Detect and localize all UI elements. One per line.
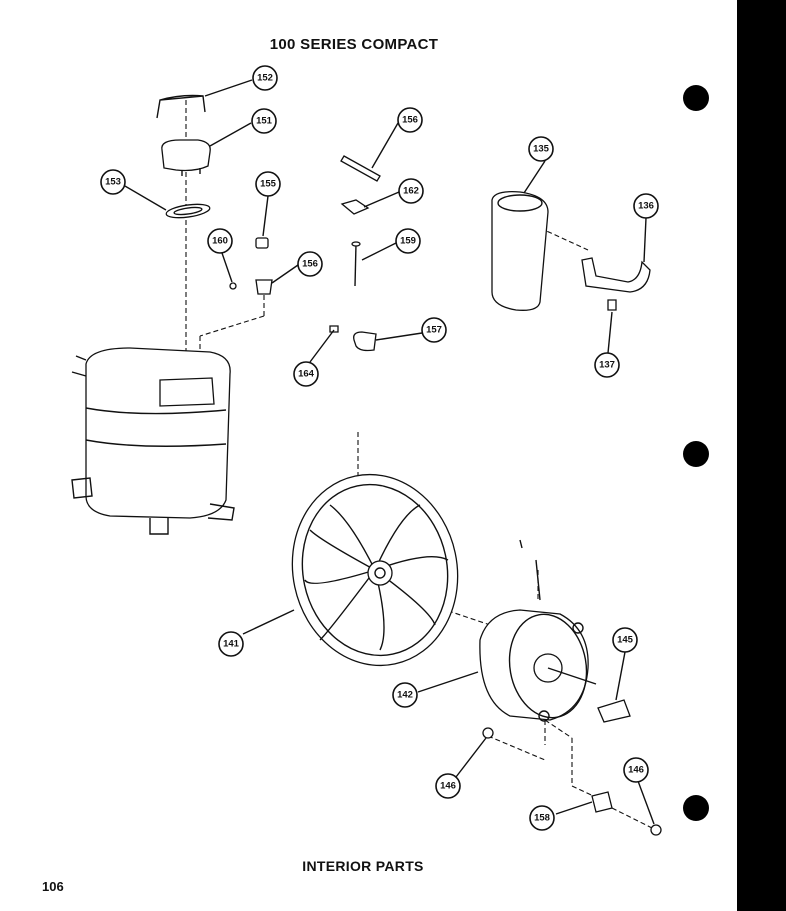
svg-text:157: 157 [426,325,442,336]
long-screw-part [351,241,361,287]
small-screw-part [229,282,237,290]
svg-text:136: 136 [638,201,654,212]
callout-137: 137 [594,352,620,378]
svg-text:158: 158 [534,813,550,824]
clip-part [156,94,206,119]
svg-text:156: 156 [302,259,318,270]
callout-164: 164 [293,361,319,387]
page-number: 106 [42,879,64,894]
svg-text:152: 152 [257,73,273,84]
compressor-part [71,347,235,535]
punch-hole [683,441,709,467]
callout-146-right: 146 [623,757,649,783]
svg-text:164: 164 [298,369,315,380]
svg-text:141: 141 [223,639,240,650]
capacitor-bracket-part [581,257,651,293]
diagram-title: 100 SERIES COMPACT [269,36,439,53]
callout-162: 162 [398,178,424,204]
punch-hole [683,85,709,111]
callout-157: 157 [421,317,447,343]
callout-141: 141 [218,631,244,657]
rod-part [340,155,381,182]
svg-text:162: 162 [403,186,419,197]
terminal-cover-part [161,139,211,176]
nut-part [255,237,269,249]
svg-text:145: 145 [617,635,634,646]
callout-146-left: 146 [435,773,461,799]
punch-hole [683,795,709,821]
leader-lines [124,79,655,825]
mounting-plate-part [597,699,631,723]
svg-text:155: 155 [260,179,277,190]
callout-158: 158 [529,805,555,831]
spacer-part [591,791,613,813]
svg-text:137: 137 [599,360,615,371]
capacitor-part [491,191,549,311]
svg-text:156: 156 [402,115,418,126]
callout-151: 151 [251,108,277,134]
callout-159: 159 [395,228,421,254]
svg-text:146: 146 [628,765,644,776]
clamp-part [340,199,370,215]
binding-edge [737,0,786,911]
fan-motor-part [479,539,597,722]
svg-text:146: 146 [440,781,456,792]
callout-153: 153 [100,169,126,195]
callout-156-bushing: 156 [297,251,323,277]
bushing-part [255,279,273,295]
svg-text:159: 159 [400,236,416,247]
callout-160: 160 [207,228,233,254]
clamp-screw-part [329,325,339,333]
callout-142: 142 [392,682,418,708]
bracket-screw-part [607,299,617,311]
callout-152: 152 [252,65,278,91]
callout-136: 136 [633,193,659,219]
fan-blade-part [291,473,459,667]
svg-text:142: 142 [397,690,413,701]
dashed-guide-lines [185,100,653,829]
svg-text:151: 151 [256,116,273,127]
callout-145: 145 [612,627,638,653]
callout-135: 135 [528,136,554,162]
callout-155: 155 [255,171,281,197]
cable-clamp-part [353,331,377,352]
svg-text:135: 135 [533,144,550,155]
svg-text:160: 160 [212,236,228,247]
svg-text:153: 153 [105,177,121,188]
nut-part-146 [482,727,662,836]
diagram-caption: INTERIOR PARTS [302,858,424,874]
callout-156-rod: 156 [397,107,423,133]
gasket-part [165,203,211,219]
